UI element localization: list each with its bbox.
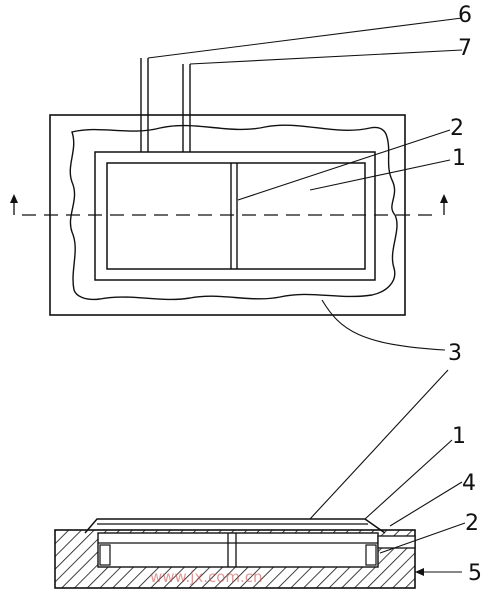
- frame-left-bar: [99, 544, 111, 566]
- leader-1-top: [309, 159, 451, 191]
- label-3: 3: [448, 341, 462, 366]
- side-channel: [377, 535, 416, 549]
- leader-3-top: [321, 299, 446, 351]
- leader-6: [147, 17, 463, 59]
- leader-4: [389, 481, 463, 527]
- label-2-bottom: 2: [465, 511, 479, 536]
- label-6: 6: [458, 3, 472, 28]
- frame-right-bar: [365, 544, 377, 566]
- label-2-top: 2: [450, 116, 464, 141]
- section-view: [54, 369, 466, 589]
- watermark: www.jx.com.cn: [150, 568, 263, 586]
- leader-2-top: [237, 129, 451, 201]
- leader-1-bottom: [364, 439, 453, 520]
- section-arrowhead-left: [10, 194, 18, 203]
- label-1-top: 1: [452, 146, 466, 171]
- label-4: 4: [462, 471, 476, 496]
- label-5: 5: [468, 561, 482, 586]
- arrowhead-5: [415, 568, 424, 576]
- plan-view: [10, 17, 463, 351]
- cover-sheet: [84, 518, 386, 534]
- leader-7: [189, 49, 463, 65]
- label-1-bottom: 1: [452, 424, 466, 449]
- section-arrowhead-right: [440, 194, 448, 203]
- break-line: [69, 124, 398, 301]
- frame-outer: [94, 151, 376, 281]
- label-7: 7: [458, 36, 472, 61]
- frame-inner: [106, 162, 366, 270]
- leader-3-bottom: [309, 369, 449, 520]
- recess: [97, 532, 379, 568]
- leader-2-bottom: [379, 522, 466, 554]
